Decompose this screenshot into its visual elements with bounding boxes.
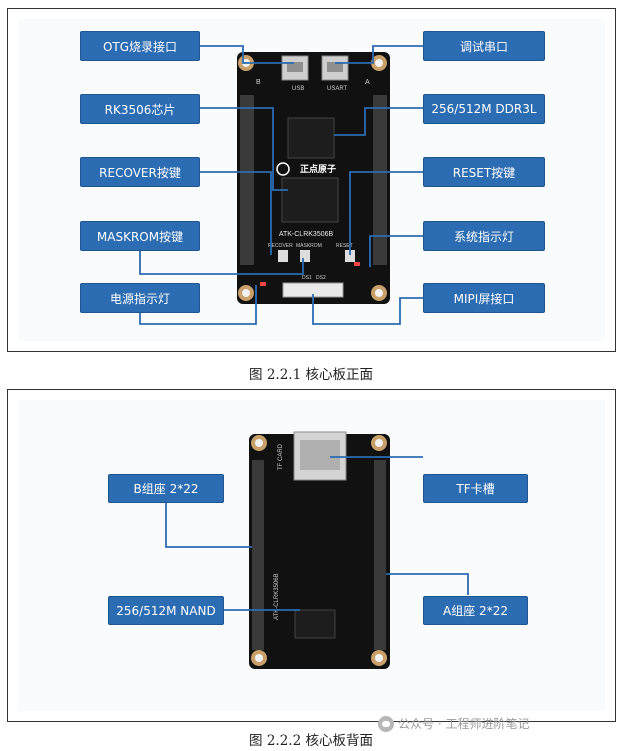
power-led — [260, 282, 266, 286]
board-back-model-text: ATK-CLRK3506B — [274, 573, 280, 620]
reset-switch — [345, 250, 355, 262]
callout-power-led: 电源指示灯 — [80, 283, 200, 313]
mounting-hole-icon — [251, 435, 387, 666]
usb-label: USB — [292, 86, 304, 92]
callout-recover: RECOVER按键 — [80, 157, 200, 187]
callout-reset: RESET按键 — [423, 157, 545, 187]
maskrom-switch — [300, 250, 310, 262]
callout-maskrom: MASKROM按键 — [80, 221, 200, 251]
brand-logo-icon — [276, 162, 290, 176]
watermark: 公众号 · 工程师进阶笔记 — [378, 715, 529, 732]
row-b-label: B — [256, 79, 261, 86]
usart-label: USART — [327, 86, 348, 92]
pin-header-b — [252, 460, 264, 650]
pin-header-a — [374, 460, 386, 650]
nand-chip — [294, 609, 336, 639]
callout-soc: RK3506芯片 — [80, 94, 200, 124]
figure-front-caption: 图 2.2.1 核心板正面 — [249, 367, 373, 383]
callout-tf-slot: TF卡槽 — [423, 474, 528, 503]
recover-silk: RECOVER — [268, 243, 293, 249]
callout-b-socket: B组座 2*22 — [108, 474, 224, 503]
callout-debug-uart: 调试串口 — [423, 31, 545, 61]
wechat-icon — [378, 715, 394, 732]
callout-a-socket: A组座 2*22 — [423, 596, 528, 625]
pin-header-left — [240, 95, 254, 265]
leader-lines-back — [165, 456, 469, 611]
maskrom-silk: MASKROM — [296, 243, 322, 249]
callout-mipi: MIPI屏接口 — [423, 283, 545, 313]
watermark-text: 公众号 · 工程师进阶笔记 — [398, 717, 530, 731]
callout-system-led: 系统指示灯 — [423, 221, 545, 251]
ddr-chip — [281, 177, 339, 223]
reset-silk: RESET — [336, 243, 353, 249]
callout-otg: OTG烧录接口 — [80, 31, 200, 61]
pin-header-right — [373, 95, 387, 265]
soc-chip — [287, 117, 335, 159]
leader-lines-front — [139, 45, 423, 325]
ds1-silk: DS1 — [302, 275, 312, 281]
figure-back-caption: 图 2.2.2 核心板背面 — [249, 733, 373, 749]
callout-nand: 256/512M NAND — [108, 596, 224, 625]
mounting-hole-icon — [238, 55, 387, 301]
board-model-text: ATK-CLRK3506B — [279, 231, 334, 238]
row-a-label: A — [365, 79, 370, 86]
recover-switch — [278, 250, 288, 262]
board-brand-text: 正点原子 — [300, 163, 336, 175]
system-led — [354, 262, 360, 266]
tf-card-silk: TF CARD — [278, 443, 284, 470]
ds2-silk: DS2 — [316, 275, 326, 281]
callout-ddr: 256/512M DDR3L — [423, 94, 545, 124]
